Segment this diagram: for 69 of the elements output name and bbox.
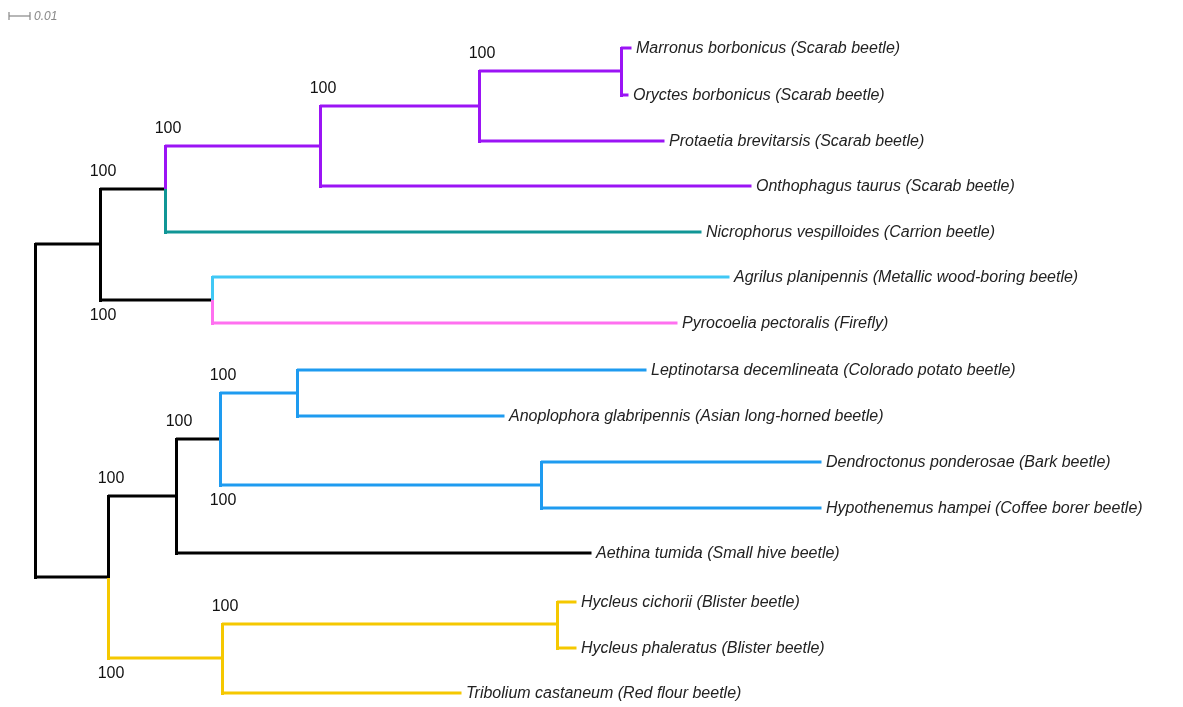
- bootstrap-value: 100: [209, 366, 237, 384]
- bootstrap-value: 100: [209, 491, 237, 509]
- branch-junction: [210, 275, 214, 325]
- species-label: Dendroctonus ponderosae (Bark beetle): [820, 451, 1111, 473]
- tree-branch: [220, 391, 297, 395]
- species-label: Onthophagus taurus (Scarab beetle): [750, 175, 1015, 197]
- tree-branch: [108, 656, 222, 660]
- tree-branch: [165, 144, 320, 148]
- bootstrap-value: 100: [154, 119, 182, 137]
- bootstrap-value: 100: [89, 306, 117, 324]
- species-label: Leptinotarsa decemlineata (Colorado potato beetle): [645, 359, 1016, 381]
- tree-branch: [297, 414, 505, 418]
- tree-branch: [176, 551, 592, 555]
- branch-junction: [220, 622, 224, 695]
- species-label: Tribolium castaneum (Red flour beetle): [460, 682, 742, 704]
- branch-junction: [539, 460, 543, 510]
- branch-junction: [174, 437, 178, 555]
- tree-branch: [176, 437, 220, 441]
- branch-junction: [619, 46, 623, 97]
- tree-branch: [220, 483, 541, 487]
- tree-branch: [108, 494, 176, 498]
- branch-junction: [98, 187, 102, 302]
- tree-branch: [212, 321, 678, 325]
- bootstrap-value: 100: [468, 44, 496, 62]
- species-label: Hycleus phaleratus (Blister beetle): [575, 637, 825, 659]
- tree-branch: [621, 46, 632, 50]
- bootstrap-value: 100: [97, 469, 125, 487]
- branch-junction: [218, 391, 222, 487]
- bootstrap-value: 100: [211, 597, 239, 615]
- tree-branch: [557, 600, 577, 604]
- tree-branch: [541, 506, 822, 510]
- species-label: Oryctes borbonicus (Scarab beetle): [627, 84, 885, 106]
- branch-junction: [33, 242, 37, 579]
- species-label: Protaetia brevitarsis (Scarab beetle): [663, 130, 925, 152]
- tree-branch: [557, 646, 577, 650]
- species-label: Aethina tumida (Small hive beetle): [590, 542, 840, 564]
- branch-junction: [477, 69, 481, 143]
- species-label: Nicrophorus vespilloides (Carrion beetle): [700, 221, 995, 243]
- tree-branch: [100, 187, 165, 191]
- tree-branch: [320, 184, 752, 188]
- tree-branch: [212, 275, 730, 279]
- tree-branch: [35, 575, 108, 579]
- tree-branch: [297, 368, 647, 372]
- species-label: Hycleus cichorii (Blister beetle): [575, 591, 800, 613]
- tree-branch: [100, 298, 212, 302]
- bootstrap-value: 100: [89, 162, 117, 180]
- species-label: Hypothenemus hampei (Coffee borer beetle): [820, 497, 1143, 519]
- scale-value: 0.01: [34, 9, 58, 23]
- species-label: Anoplophora glabripennis (Asian long-horned beetle): [503, 405, 884, 427]
- tree-branch: [479, 69, 621, 73]
- tree-branch: [222, 622, 557, 626]
- branch-junction: [106, 494, 110, 660]
- tree-branch: [165, 230, 702, 234]
- tree-branch: [479, 139, 665, 143]
- bootstrap-value: 100: [309, 79, 337, 97]
- branch-junction: [318, 104, 322, 188]
- species-label: Agrilus planipennis (Metallic wood-boring beetle): [728, 266, 1079, 288]
- bootstrap-value: 100: [97, 664, 125, 682]
- bootstrap-value: 100: [165, 412, 193, 430]
- tree-branch: [541, 460, 822, 464]
- tree-branch: [320, 104, 479, 108]
- species-label: Marronus borbonicus (Scarab beetle): [630, 37, 901, 59]
- branch-junction: [555, 600, 559, 650]
- branch-junction: [295, 368, 299, 418]
- tree-branch: [35, 242, 100, 246]
- species-label: Pyrocoelia pectoralis (Firefly): [676, 312, 889, 334]
- tree-branch: [621, 93, 629, 97]
- branch-junction: [163, 144, 167, 234]
- tree-branch: [222, 691, 462, 695]
